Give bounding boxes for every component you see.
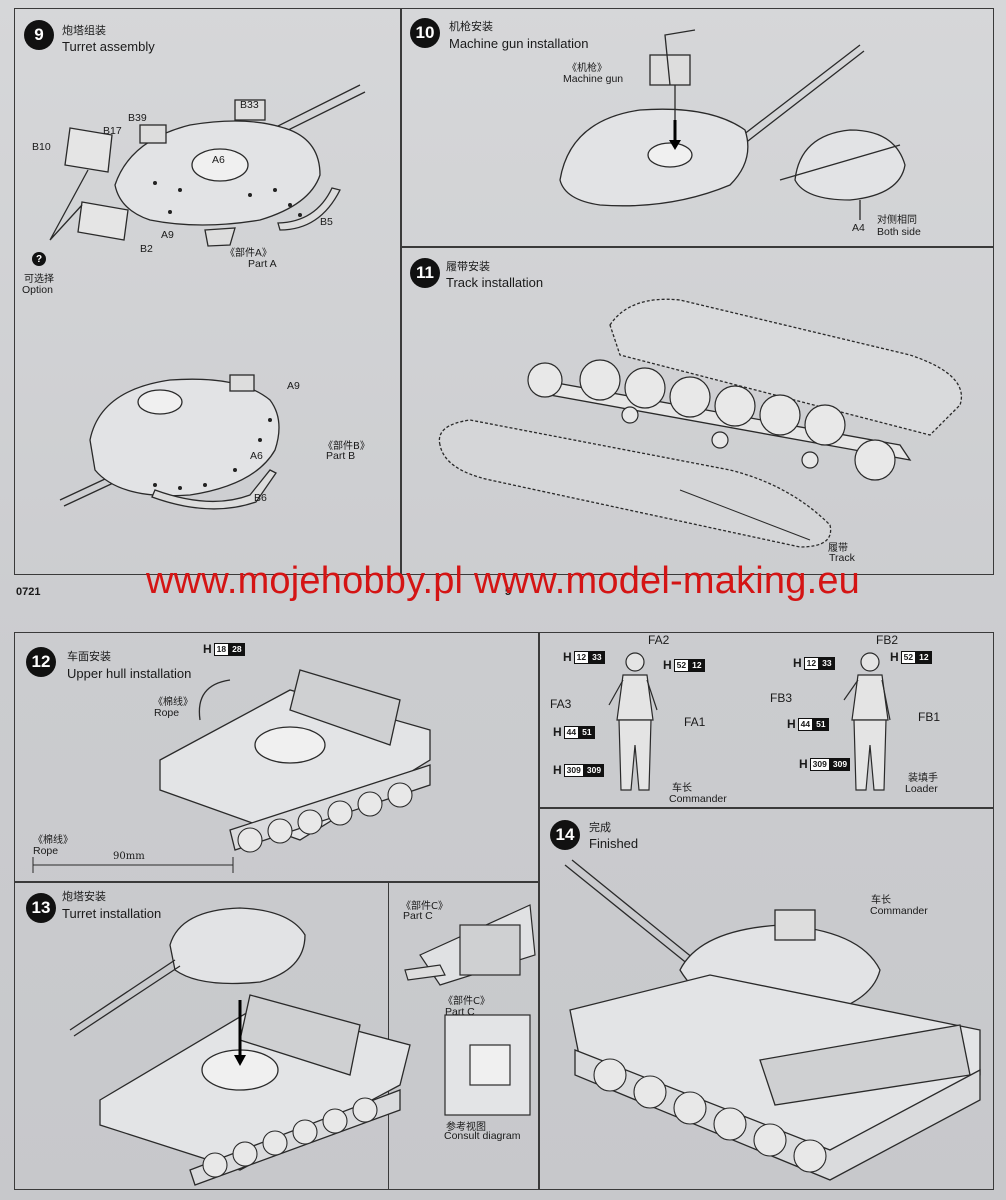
label-part-a-cn: 《部件A》 <box>225 248 272 259</box>
label-part-b-cn: 《部件B》 <box>323 441 370 452</box>
figures-panel <box>539 632 994 808</box>
step-13-title-cn: 炮塔安装 <box>62 890 106 903</box>
step-14-panel <box>539 808 994 1190</box>
label-consult-cn: 参考视图 <box>446 1122 486 1133</box>
turret-rear-drawing <box>59 374 280 510</box>
track-installation-drawing <box>438 298 962 548</box>
label-rope: Rope <box>154 707 180 719</box>
step-12-title: Upper hull installation <box>67 666 192 681</box>
label-part-b: Part B <box>326 450 356 462</box>
step-10-number: 10 <box>410 18 440 48</box>
label-b33: B33 <box>240 99 259 111</box>
step-13-detail-panel <box>388 882 539 1190</box>
page-code-left: 0721 <box>16 586 41 598</box>
step-10-title: Machine gun installation <box>449 36 589 51</box>
label-option-cn: 可选择 <box>24 274 54 285</box>
rope-length-gauge <box>32 857 234 873</box>
label-part-c-cn: 《部件C》 <box>401 901 448 912</box>
turret-assembly-drawing <box>49 84 366 247</box>
step-12-title-cn: 车面安装 <box>67 650 111 663</box>
label-fa2: FA2 <box>648 633 670 647</box>
page-code-right: 5 <box>505 586 512 598</box>
commander-figure <box>608 652 658 791</box>
step-12-panel <box>14 632 539 882</box>
part-c-detail-drawing <box>404 904 536 1116</box>
label-a9: A9 <box>161 229 174 241</box>
step-9-title-cn: 炮塔组装 <box>62 24 106 37</box>
label-b5: B5 <box>320 216 333 228</box>
step-11-panel <box>401 247 994 575</box>
label-b39: B39 <box>128 112 147 124</box>
label-part-a: Part A <box>248 258 277 270</box>
label-both-side: Both side <box>877 226 921 238</box>
upper-hull-drawing <box>159 669 431 853</box>
label-90mm: 90mm <box>113 851 145 862</box>
step-11-number: 11 <box>410 258 440 288</box>
label-b17: B17 <box>103 125 122 137</box>
loader-figure <box>843 652 891 791</box>
label-both-side-cn: 对侧相同 <box>877 215 917 226</box>
label-finished-commander: Commander <box>870 905 928 917</box>
step-10-title-cn: 机枪安装 <box>449 20 493 33</box>
label-commander: Commander <box>669 793 727 805</box>
step-14-title: Finished <box>589 836 639 851</box>
step-9-panel <box>14 8 401 575</box>
finished-tank-drawing <box>564 859 981 1181</box>
road-wheels <box>527 359 896 481</box>
label-fb3: FB3 <box>770 691 793 705</box>
label-a6: A6 <box>212 154 225 166</box>
label-rope-length-cn: 《棉线》 <box>33 835 73 846</box>
label-loader-cn: 装填手 <box>908 773 938 784</box>
option-icon: ? <box>32 252 46 266</box>
label-b2: B2 <box>140 243 153 255</box>
label-option: Option <box>22 284 53 296</box>
step-14-title-cn: 完成 <box>589 821 611 834</box>
label-fb1: FB1 <box>918 710 941 724</box>
step-14-number: 14 <box>550 820 580 850</box>
label-b6: B6 <box>254 492 267 504</box>
label-track: Track <box>829 552 855 564</box>
label-fb2: FB2 <box>876 633 899 647</box>
step-11-title-cn: 履带安装 <box>446 260 490 273</box>
label-a6-rear: A6 <box>250 450 263 462</box>
label-loader: Loader <box>905 783 938 795</box>
label-machine-gun-cn: 《机枪》 <box>567 63 607 74</box>
label-a9-rear: A9 <box>287 380 300 392</box>
label-a4: A4 <box>852 222 865 234</box>
step-13-title: Turret installation <box>62 906 162 921</box>
watermark-url: www.mojehobby.pl www.model-making.eu <box>145 560 861 602</box>
label-part-c: Part C <box>403 910 433 922</box>
label-rope-length: Rope <box>33 845 59 857</box>
label-finished-commander-cn: 车长 <box>871 895 891 906</box>
step-12-number: 12 <box>26 647 56 677</box>
label-commander-cn: 车长 <box>672 783 692 794</box>
step-9-title: Turret assembly <box>62 39 155 54</box>
label-machine-gun: Machine gun <box>563 73 624 85</box>
step-9-number: 9 <box>24 20 54 50</box>
label-part-c-2-cn: 《部件C》 <box>443 996 490 1007</box>
label-consult: Consult diagram <box>444 1130 521 1142</box>
step-13-number: 13 <box>26 893 56 923</box>
turret-installation-drawing <box>69 907 411 1186</box>
machine-gun-drawing <box>559 29 906 220</box>
step-10-panel <box>401 8 994 247</box>
label-b10: B10 <box>32 141 51 153</box>
label-fa3: FA3 <box>550 697 572 711</box>
label-track-cn: 履带 <box>828 543 848 554</box>
label-rope-cn: 《棉线》 <box>153 697 193 708</box>
label-fa1: FA1 <box>684 715 706 729</box>
step-11-title: Track installation <box>446 275 544 290</box>
